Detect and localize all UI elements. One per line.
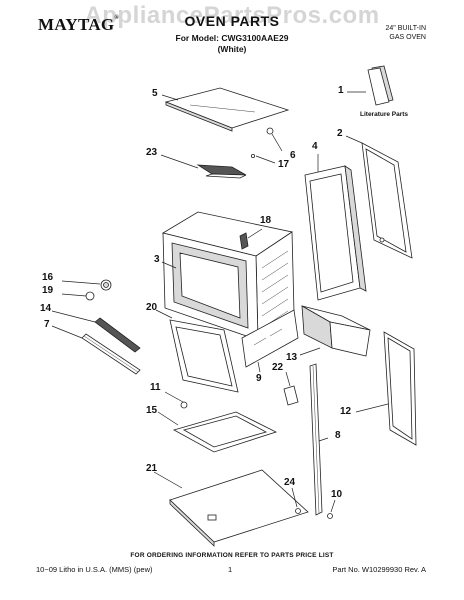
callout-24: 24 <box>284 477 296 488</box>
callout-22: 22 <box>272 362 284 373</box>
part-support-bracket <box>299 305 371 357</box>
callout-16: 16 <box>42 272 54 283</box>
literature-parts-label: Literature Parts <box>360 111 409 118</box>
ordering-note: FOR ORDERING INFORMATION REFER TO PARTS … <box>130 552 334 559</box>
callout-12: 12 <box>340 406 352 417</box>
part-side-panel <box>355 331 417 446</box>
part-lower-panel <box>241 309 299 373</box>
callout-2: 2 <box>337 128 343 139</box>
brand-name: MAYTAG <box>38 15 115 34</box>
callout-23: 23 <box>146 147 158 158</box>
callout-20: 20 <box>146 302 158 313</box>
part-clip <box>283 371 299 406</box>
part-literature-booklet <box>347 65 394 106</box>
callout-15: 15 <box>146 405 158 416</box>
page-title: OVEN PARTS <box>184 13 280 29</box>
callout-8: 8 <box>335 430 341 441</box>
callout-9: 9 <box>256 373 262 384</box>
callout-19: 19 <box>42 285 54 296</box>
part-vent-duct <box>160 153 276 179</box>
callout-6: 6 <box>290 150 296 161</box>
part-side-rail <box>309 363 329 516</box>
callout-10: 10 <box>331 489 343 500</box>
part-small-screws <box>291 487 336 519</box>
callout-18: 18 <box>260 215 272 226</box>
part-long-trim <box>51 325 141 375</box>
part-plug-buttons <box>61 279 112 301</box>
part-lower-frame <box>155 309 239 393</box>
model-line: For Model: CWG3100AAE29 <box>175 33 289 43</box>
callout-14: 14 <box>40 303 52 314</box>
callout-13: 13 <box>286 352 298 363</box>
color-line: (White) <box>217 44 247 54</box>
part-rear-panel <box>345 135 413 259</box>
brand-logo: MAYTAG® <box>38 15 119 35</box>
brand-trademark: ® <box>114 15 120 21</box>
callout-17: 17 <box>278 159 290 170</box>
callout-1: 1 <box>338 85 344 96</box>
part-screw <box>164 391 188 409</box>
part-oven-cavity <box>161 211 295 341</box>
part-oven-door <box>304 154 367 301</box>
callout-21: 21 <box>146 463 158 474</box>
watermark: AppliancePartsPros.com <box>84 2 380 29</box>
part-top-panel <box>161 87 290 152</box>
part-trim-strip <box>51 310 141 353</box>
callout-5: 5 <box>152 88 158 99</box>
page-number: 1 <box>228 565 233 574</box>
appliance-type-line-1: 24" BUILT-IN <box>385 25 426 32</box>
litho-line: 10−09 Litho in U.S.A. (MMS) (pew) <box>36 565 153 574</box>
callout-3: 3 <box>154 254 160 265</box>
part-number: Part No. W10299930 Rev. A <box>332 565 426 574</box>
callout-11: 11 <box>150 382 161 393</box>
callout-7: 7 <box>44 319 50 330</box>
part-bottom-pan <box>153 469 309 547</box>
part-door-window <box>157 411 278 453</box>
callout-4: 4 <box>312 141 318 152</box>
appliance-type-line-2: GAS OVEN <box>389 34 426 41</box>
